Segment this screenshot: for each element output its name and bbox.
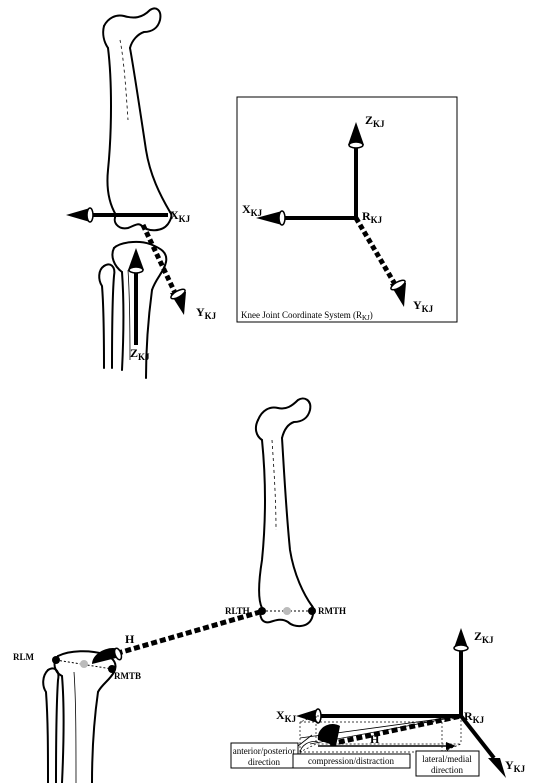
top-femur [103,8,171,230]
rmth-label: RMTH [318,606,346,616]
compression-label: compression/distraction [308,756,394,766]
h-vector-left: H [92,612,260,664]
lm-line2: direction [431,765,463,775]
top-y-label: YKJ [196,305,217,321]
bottom-z-label: ZKJ [474,629,494,645]
ap-line1: anterior/posterior [233,746,295,756]
bottom-r-label: RKJ [464,709,485,725]
coordinate-system-inset: XKJ ZKJ RKJ YKJ Knee Joint Coordinate Sy… [237,97,457,322]
top-x-label: XKJ [170,208,191,224]
top-y-axis: YKJ [143,225,217,321]
bottom-h-arrow-icon [318,724,340,746]
rmtb-label: RMTB [114,671,141,681]
bottom-y-arrow-icon [488,758,506,778]
top-x-axis: XKJ [66,208,191,224]
rlm-label: RLM [13,652,35,662]
h-left-label: H [125,632,135,646]
femoral-landmarks: RLTH RMTH [225,606,346,616]
lm-line1: lateral/medial [422,754,472,764]
ap-line2: direction [248,757,280,767]
bottom-y-label: YKJ [505,758,526,774]
bottom-x-label: XKJ [276,708,297,724]
bottom-tibia-fibula [43,651,115,783]
bottom-femur [256,398,314,626]
lm-direction-box: lateral/medial direction [416,746,479,776]
bottom-h-label: H [370,732,380,746]
